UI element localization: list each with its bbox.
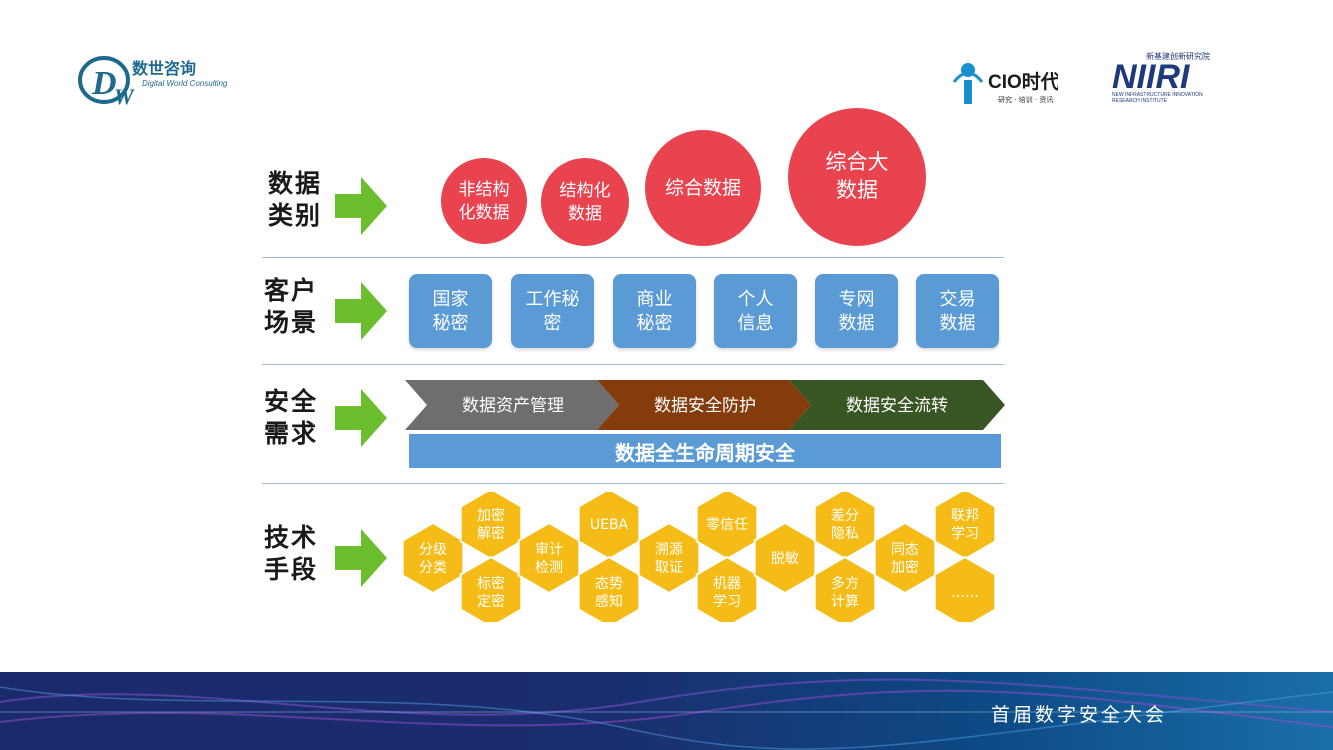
row-label-data-types: 数据 类别 [268,170,323,230]
tech-label: 多方计算 [831,575,859,610]
tech-label: 联邦学习 [951,508,979,542]
cio-sub: 研究 · 培训 · 资讯 [998,95,1053,104]
cio-era-logo: CIO时代 研究 · 培训 · 资讯 [952,63,1058,104]
arrow-right-icon [335,177,387,235]
cio-name: CIO时代 [988,71,1058,93]
dw-sub: Digital World Consulting [142,79,228,88]
tech-hexagon: …… [933,555,997,622]
row-label-tech: 技术 手段 [264,524,319,584]
svg-text:D: D [91,65,117,102]
tech-label: 分级分类 [419,542,447,576]
footer-banner [0,672,1333,750]
footer-title: 首届数字安全大会 [990,705,1167,726]
svg-text:W: W [114,84,135,108]
tech-hexagon: 零信任 [695,492,759,561]
tech-hexagon: 差分隐私 [813,492,877,561]
arrow-right-icon [335,529,387,587]
tech-label: 溯源取证 [655,542,683,576]
scenario-box: 国家 秘密 [409,274,492,348]
row-divider [262,364,1004,365]
tech-label: 差分隐私 [831,508,859,542]
scenario-box: 工作秘 密 [511,274,594,348]
tech-hexagon: 审计检测 [517,521,581,595]
tech-hexagon: 溯源取证 [637,521,701,595]
tech-label: 零信任 [706,517,748,533]
niiri-logo: 新基建创新研究院 NIIRI NEW INFRASTRUCTURE INNOVA… [1112,51,1210,104]
data-type-circle: 综合数据 [645,130,761,246]
tech-hexagon: 机器学习 [695,555,759,622]
tech-label: …… [951,585,979,601]
data-type-circle: 综合大 数据 [788,108,926,246]
tech-hexagon: 同态加密 [873,521,937,595]
chevron-security-transfer [789,380,1005,430]
tech-hexagon: 多方计算 [813,555,877,622]
row-divider [262,257,1004,258]
scenario-box: 专网 数据 [815,274,898,348]
row-divider [262,483,1004,484]
digital-world-consulting-logo: D W 数世咨询 Digital World Consulting [78,56,228,108]
tech-hexagon: 分级分类 [401,521,465,595]
chevron-asset-management [405,380,619,430]
row-label-scenarios: 客户 场景 [264,277,319,337]
lifecycle-security-bar: 数据全生命周期安全 [409,434,1001,468]
tech-label: 同态加密 [891,542,919,576]
niiri-en2: RESEARCH INSTITUTE [1112,98,1168,104]
scenario-box: 商业 秘密 [613,274,696,348]
tech-hexagon: 态势感知 [577,555,641,622]
tech-label: 态势感知 [595,576,623,610]
tech-hexagon: 加密解密 [459,492,523,561]
tech-hexagon: 联邦学习 [933,492,997,561]
tech-label: 机器学习 [713,576,741,610]
scenario-box: 交易 数据 [916,274,999,348]
tech-hexagon: UEBA [577,492,641,561]
chevron-security-protection [597,380,811,430]
scenario-box: 个人 信息 [714,274,797,348]
dw-name: 数世咨询 [132,59,196,78]
chevron-label: 数据资产管理 [462,396,564,416]
tech-label: 脱敏 [771,551,799,567]
tech-hexagon: 标密定密 [459,555,523,622]
niiri-cn: 新基建创新研究院 [1146,51,1210,61]
security-needs-chevrons: 数据资产管理 数据安全防护 数据安全流转 [405,380,1005,430]
data-type-circle: 结构化 数据 [541,158,629,246]
tech-label: 审计检测 [535,542,563,576]
tech-hexagon: 脱敏 [753,521,817,595]
row-label-needs: 安全 需求 [264,388,319,448]
tech-label: 标密定密 [477,575,505,610]
niiri-en1: NEW INFRASTRUCTURE INNOVATION [1112,92,1203,98]
arrow-right-icon [335,389,387,447]
arrow-right-icon [335,282,387,340]
niiri-name: NIIRI [1112,58,1191,96]
chevron-label: 数据安全防护 [654,396,756,416]
data-type-circle: 非结构 化数据 [441,158,527,244]
chevron-label: 数据安全流转 [846,396,948,416]
tech-label: 加密解密 [477,507,505,542]
tech-label: UEBA [590,517,629,533]
